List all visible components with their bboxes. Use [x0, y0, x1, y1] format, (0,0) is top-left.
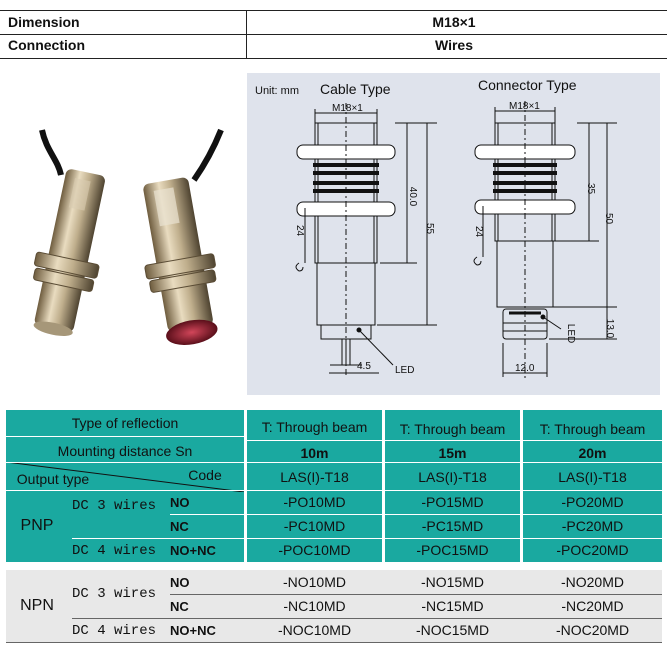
col-2-code: LAS(I)-T18: [418, 469, 487, 485]
output-type-label: Output type: [16, 471, 90, 487]
row-divider: [6, 562, 662, 563]
code-label: Code: [188, 467, 222, 483]
pnp-code-2-3: -PC20MD: [561, 518, 624, 534]
row-divider: [6, 462, 662, 463]
row-divider: [170, 594, 662, 595]
dimension-drawing: Unit: mm Cable Type Connector Type: [247, 73, 660, 395]
npn-code-3-3: -NOC20MD: [555, 622, 630, 638]
led-label-cable: LED: [395, 365, 415, 376]
dim-cable-diameter: 4.5: [357, 361, 371, 372]
product-photo: [6, 100, 238, 366]
npn-code-2-3: -NC20MD: [561, 598, 624, 614]
npn-row-1-wires: DC 3 wires: [72, 586, 157, 602]
npn-row-2-output: NC: [170, 598, 189, 614]
row-divider: [247, 440, 662, 441]
col-1-type: T: Through beam: [261, 419, 368, 435]
col-2-distance: 15m: [438, 445, 467, 461]
row-divider: [6, 642, 662, 643]
header-diagonal: [6, 462, 244, 492]
row-divider: [6, 490, 662, 491]
npn-code-2-1: -NC10MD: [283, 598, 346, 614]
col-3-code: LAS(I)-T18: [558, 469, 627, 485]
pnp-code-3-2: -POC15MD: [416, 542, 489, 558]
header-col-3-block: [523, 410, 662, 490]
dim-connector-total: 50: [603, 212, 615, 225]
pnp-row-3-output: NO+NC: [170, 542, 216, 558]
pnp-row-1-output: NO: [170, 494, 190, 510]
npn-code-1-2: -NO15MD: [420, 574, 484, 590]
top-rule: [0, 10, 667, 11]
thread-label-connector: M18×1: [509, 101, 540, 112]
npn-code-2-2: -NC15MD: [421, 598, 484, 614]
dim-connector-body: 35: [585, 182, 597, 195]
col-1-distance: 10m: [300, 445, 329, 461]
model-selection-table: Type of reflection Mounting distance Sn …: [6, 410, 662, 650]
pnp-left-block: [6, 490, 244, 562]
dim-connector-plug: 13.0: [604, 318, 616, 339]
pnp-code-3-3: -POC20MD: [556, 542, 629, 558]
col-3-type: T: Through beam: [539, 421, 646, 437]
row-divider: [72, 618, 662, 619]
row-divider: [170, 514, 662, 515]
pnp-row-2-output: NC: [170, 518, 189, 534]
pnp-col-1-block: [247, 490, 382, 562]
pnp-code-3-1: -POC10MD: [278, 542, 351, 558]
spec-divider: [246, 10, 247, 59]
col-3-distance: 20m: [578, 445, 607, 461]
pnp-code-2-1: -PC10MD: [283, 518, 346, 534]
header-col-2-block: [385, 410, 520, 490]
dim-cable-wrench: 24: [294, 224, 306, 237]
npn-code-3-1: -NOC10MD: [277, 622, 352, 638]
thread-label-cable: M18×1: [332, 103, 363, 114]
pnp-code-1-1: -PO10MD: [283, 494, 346, 510]
spec-value: M18×1: [432, 14, 476, 30]
dim-cable-body: 40.0: [407, 186, 419, 207]
mid-rule: [0, 34, 667, 35]
bottom-rule: [0, 58, 667, 59]
drawing-lines: [295, 101, 617, 378]
spec-row-dimension: Dimension M18×1: [0, 12, 667, 34]
cable-type-title: Cable Type: [320, 81, 391, 97]
spec-label: Dimension: [8, 14, 80, 30]
type-of-reflection-label: Type of reflection: [71, 415, 179, 431]
dim-connector-diameter: 12.0: [515, 363, 535, 374]
led-label-connector: LED: [565, 323, 577, 344]
col-2-type: T: Through beam: [399, 421, 506, 437]
unit-label: Unit: mm: [255, 85, 299, 97]
npn-row-3-output: NO+NC: [170, 622, 216, 638]
row-divider: [6, 436, 244, 437]
group-npn-label: NPN: [20, 597, 54, 614]
col-1-code: LAS(I)-T18: [280, 469, 349, 485]
pnp-code-1-3: -PO20MD: [561, 494, 624, 510]
npn-row-3-wires: DC 4 wires: [72, 623, 157, 639]
spec-row-connection: Connection Wires: [0, 35, 667, 57]
pnp-code-2-2: -PC15MD: [421, 518, 484, 534]
pnp-code-1-2: -PO15MD: [421, 494, 484, 510]
pnp-col-3-block: [523, 490, 662, 562]
spec-label: Connection: [8, 37, 85, 53]
npn-row-1-output: NO: [170, 574, 190, 590]
row-divider: [72, 538, 662, 539]
npn-code-1-3: -NO20MD: [560, 574, 624, 590]
pnp-row-3-wires: DC 4 wires: [72, 543, 157, 559]
pnp-col-2-block: [385, 490, 520, 562]
spec-value: Wires: [434, 37, 473, 53]
npn-band: [6, 570, 662, 642]
mounting-distance-label: Mounting distance Sn: [57, 443, 193, 459]
connector-type-title: Connector Type: [478, 77, 577, 93]
group-pnp-label: PNP: [20, 517, 54, 534]
npn-code-3-2: -NOC15MD: [415, 622, 490, 638]
header-col-1-block: [247, 410, 382, 490]
dim-cable-total: 55: [424, 222, 436, 235]
pnp-row-1-wires: DC 3 wires: [72, 498, 157, 514]
npn-code-1-1: -NO10MD: [282, 574, 346, 590]
dim-connector-wrench: 24: [473, 225, 485, 238]
